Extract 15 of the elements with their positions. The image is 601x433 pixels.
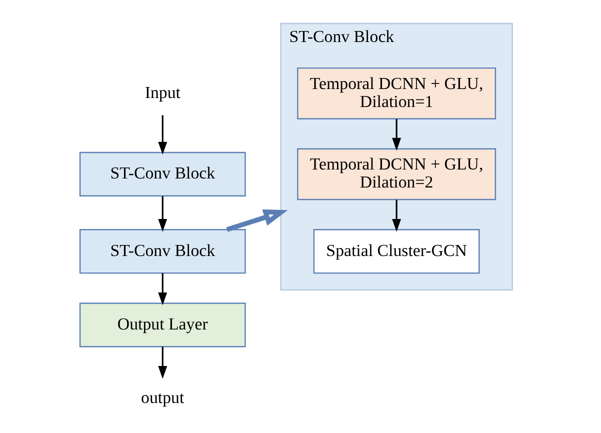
arrow <box>158 272 167 305</box>
node-box: ST-Conv Block <box>78 228 246 274</box>
arrow <box>226 208 288 232</box>
node-box: ST-Conv Block <box>78 151 246 196</box>
node-box: Temporal DCNN + GLU, Dilation=2 <box>296 148 496 200</box>
node-text: output <box>140 387 184 406</box>
node-box: Temporal DCNN + GLU, Dilation=1 <box>296 66 496 119</box>
arrow <box>392 118 401 150</box>
node-text: Input <box>144 82 180 102</box>
arrow <box>392 199 401 232</box>
node-box: Output Layer <box>78 302 246 347</box>
arrow <box>158 196 167 232</box>
arrow <box>158 114 167 154</box>
arrow <box>158 346 167 378</box>
node-box: Spatial Cluster-GCN <box>312 228 480 274</box>
